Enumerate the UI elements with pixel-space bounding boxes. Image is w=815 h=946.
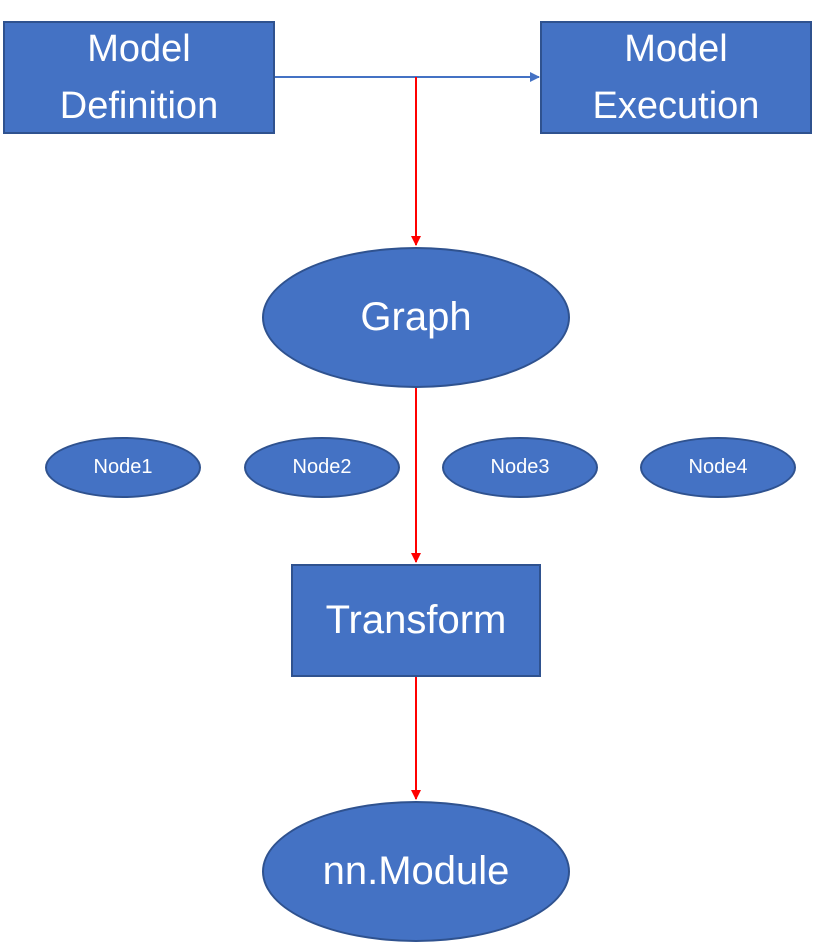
node3-label: Node3 (490, 456, 550, 478)
node1-label: Node1 (93, 456, 153, 478)
model-definition-label: Model Definition (59, 27, 219, 127)
node3-ellipse: Node3 (442, 437, 598, 498)
graph-ellipse: Graph (262, 247, 570, 388)
node2-ellipse: Node2 (244, 437, 400, 498)
node2-label: Node2 (292, 456, 352, 478)
transform-label: Transform (325, 598, 507, 642)
node1-ellipse: Node1 (45, 437, 201, 498)
node4-label: Node4 (688, 456, 748, 478)
model-execution-box: Model Execution (540, 21, 812, 134)
model-execution-label: Model Execution (592, 27, 760, 127)
graph-label: Graph (360, 295, 472, 339)
node4-ellipse: Node4 (640, 437, 796, 498)
nn-module-ellipse: nn.Module (262, 801, 570, 942)
transform-box: Transform (291, 564, 541, 677)
model-definition-box: Model Definition (3, 21, 275, 134)
nn-module-label: nn.Module (322, 849, 510, 893)
